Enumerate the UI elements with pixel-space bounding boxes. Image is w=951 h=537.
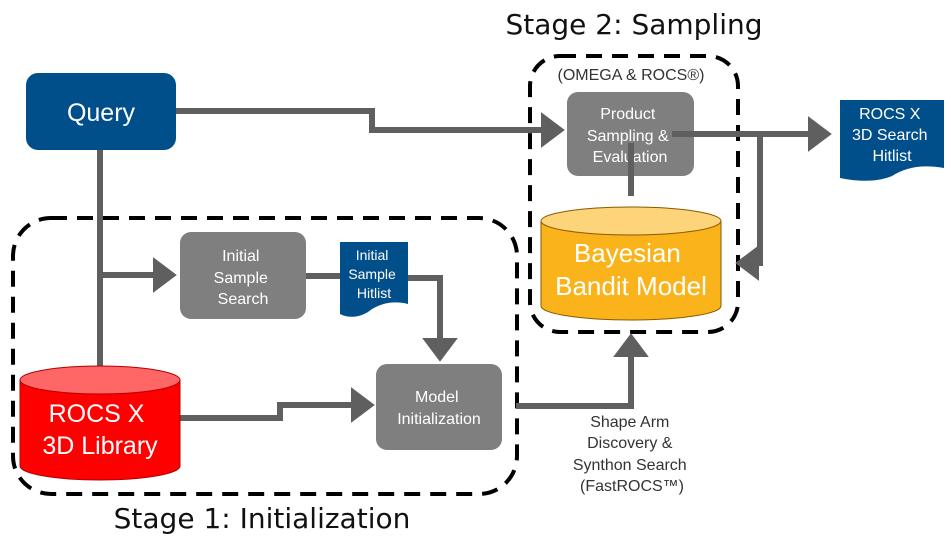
stage2-title: Stage 2: Sampling: [505, 8, 762, 41]
library-line-2: 3D Library: [42, 432, 158, 460]
model-init-to-bandit-connector: [516, 333, 649, 409]
stage2-subtitle: (OMEGA & ROCS®): [558, 67, 705, 84]
fastrocs-line-3: Synthon Search: [573, 457, 687, 474]
sampling-line-2: Sampling &: [587, 128, 669, 145]
bayesian-bandit-node[interactable]: Bayesian Bandit Model: [540, 206, 722, 321]
svg-text:Bayesian Bandit Model: Bayesian Bandit Model: [555, 238, 707, 301]
feedback-to-bandit-connector: [735, 134, 763, 281]
svg-text:Model Initialization: Model Initialization: [397, 389, 481, 428]
library-to-model-init-connector: [180, 387, 375, 423]
query-label: Query: [67, 99, 136, 127]
initial-sample-search-node[interactable]: Initial Sample Search: [180, 232, 306, 319]
search-hitlist-node[interactable]: ROCS X 3D Search Hitlist: [840, 100, 944, 181]
fastrocs-line-4: (FastROCS™): [580, 478, 684, 495]
fastrocs-annotation: Shape Arm Discovery & Synthon Search (Fa…: [573, 414, 691, 495]
svg-text:ROCS X 3D Library: ROCS X 3D Library: [42, 400, 158, 460]
hitlist-line-1: Initial: [356, 247, 389, 263]
sampling-line-1: Product: [600, 106, 656, 123]
hitlist-line-2: Sample: [348, 266, 396, 282]
stage1-title: Stage 1: Initialization: [114, 502, 411, 535]
query-to-sampling-connector: [175, 108, 565, 148]
rocs-library-node[interactable]: ROCS X 3D Library: [19, 365, 181, 481]
initial-sample-hitlist-node[interactable]: Initial Sample Hitlist: [340, 242, 408, 317]
svg-text:Initial Sample Sea: Initial Sample Search: [214, 248, 273, 308]
initial-search-line-2: Sample: [214, 270, 268, 287]
bandit-line-1: Bayesian: [574, 238, 681, 268]
initial-search-line-1: Initial: [222, 248, 259, 265]
search-hitlist-line-2: 3D Search: [852, 127, 928, 144]
stage2-boundary: [528, 54, 740, 334]
product-sampling-node[interactable]: Product Sampling & Evaluation: [567, 92, 694, 176]
fastrocs-line-1: Shape Arm: [590, 414, 669, 431]
svg-text:Initial Sample Hit: Initial Sample Hitlist: [348, 247, 399, 301]
search-hitlist-line-3: Hitlist: [872, 148, 912, 165]
stage1-boundary: [11, 216, 519, 496]
initial-search-line-3: Search: [218, 291, 269, 308]
model-init-line-1: Model: [415, 389, 459, 406]
bandit-line-2: Bandit Model: [555, 271, 707, 301]
hitlist-line-3: Hitlist: [357, 285, 391, 301]
query-node[interactable]: Query: [26, 73, 176, 150]
search-hitlist-line-1: ROCS X: [859, 106, 921, 123]
fastrocs-line-2: Discovery &: [587, 435, 673, 452]
model-initialization-node[interactable]: Model Initialization: [376, 364, 502, 450]
svg-text:ROCS X 3D Search H: ROCS X 3D Search Hitlist: [852, 106, 932, 165]
model-init-line-2: Initialization: [397, 411, 481, 428]
hitlist-to-model-init-connector: [406, 275, 458, 362]
library-line-1: ROCS X: [49, 400, 145, 428]
